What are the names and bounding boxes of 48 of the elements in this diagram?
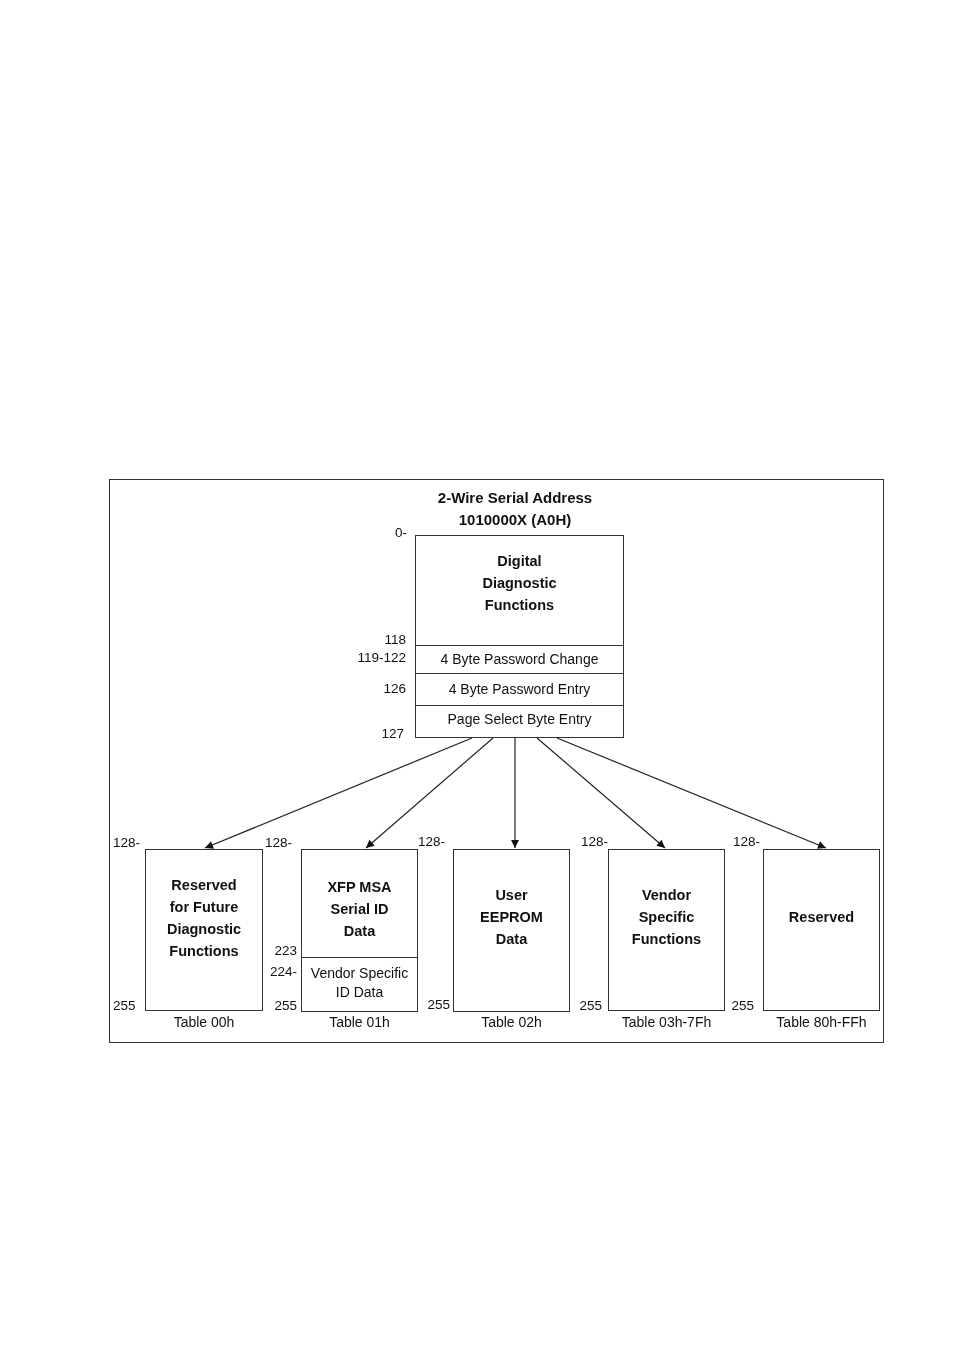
address-number: 224- — [269, 964, 297, 979]
table-caption: Table 02h — [480, 1014, 543, 1030]
address-number: 255 — [579, 998, 602, 1013]
block-label: Vendor Specific ID Data — [309, 964, 410, 1002]
address-number: 128- — [113, 835, 141, 850]
address-number: 255 — [274, 998, 297, 1013]
memory-row — [415, 673, 624, 706]
arrow — [204, 737, 473, 849]
memory-block — [608, 849, 725, 1011]
block-label: Reserved for Future Diagnostic Functions — [165, 876, 243, 961]
address-number: 0- — [395, 525, 407, 540]
block-label: Digital Diagnostic Functions — [481, 552, 558, 615]
memory-block — [763, 849, 880, 1011]
address-number: 255 — [731, 998, 754, 1013]
table-caption: Table 03h-7Fh — [620, 1014, 713, 1030]
memory-row — [415, 705, 624, 738]
address-number: 255 — [113, 998, 136, 1013]
arrow — [511, 737, 519, 849]
block-label: 4 Byte Password Entry — [448, 680, 591, 699]
address-number: 128- — [581, 834, 609, 849]
address-number: 128- — [418, 834, 446, 849]
block-label: 4 Byte Password Change — [440, 650, 599, 669]
block-label: XFP MSA Serial ID Data — [326, 878, 393, 941]
memory-block — [415, 535, 624, 646]
arrow — [556, 737, 827, 849]
memory-block — [453, 849, 570, 1012]
table-caption: Table 01h — [328, 1014, 391, 1030]
table-caption: Table 80h-FFh — [775, 1014, 868, 1030]
memory-block — [301, 849, 418, 958]
address-number: 255 — [427, 997, 450, 1012]
diagram-title: 2-Wire Serial Address 1010000X (A0H) — [436, 488, 594, 530]
address-number: 127 — [381, 726, 404, 741]
block-label: Page Select Byte Entry — [447, 710, 592, 729]
memory-block — [145, 849, 263, 1011]
memory-row — [301, 957, 418, 1012]
address-number: 126 — [383, 681, 406, 696]
arrow — [536, 737, 666, 849]
block-label: Reserved — [788, 908, 855, 927]
arrow — [365, 737, 494, 849]
memory-row — [415, 645, 624, 674]
address-number: 223 — [274, 943, 297, 958]
address-number: 118 — [384, 632, 406, 647]
address-number: 119-122 — [357, 650, 406, 665]
address-number: 128- — [265, 835, 293, 850]
block-label: Vendor Specific Functions — [630, 886, 703, 949]
table-caption: Table 00h — [172, 1014, 236, 1030]
address-number: 128- — [733, 834, 761, 849]
block-label: User EEPROM Data — [479, 886, 544, 949]
